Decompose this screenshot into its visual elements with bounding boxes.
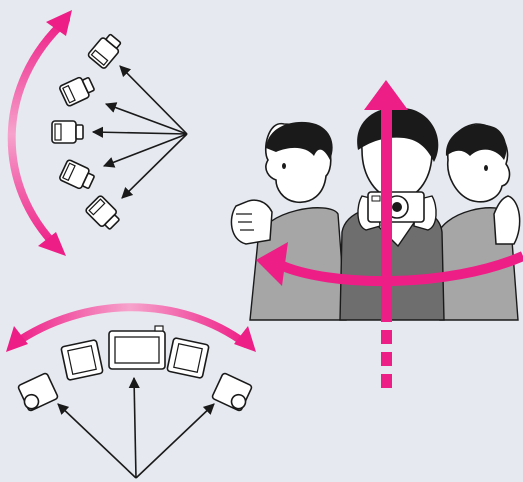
camera-icon <box>52 121 83 143</box>
camera-icon <box>87 31 124 69</box>
camera-icon <box>61 340 103 381</box>
camera-icon <box>368 192 424 222</box>
person-profile-left <box>231 122 346 320</box>
camera-icon <box>17 373 59 412</box>
horizontal-sweep-group <box>6 307 256 478</box>
vertical-sweep-group <box>12 10 187 256</box>
camera-icon <box>167 338 209 379</box>
horizontal-direction-arrows <box>58 378 214 478</box>
people-group <box>231 80 523 388</box>
vertical-direction-arrows <box>93 66 187 198</box>
camera-icon <box>212 373 254 412</box>
camera-icon <box>109 326 165 369</box>
person-profile-right <box>436 124 520 320</box>
camera-icon <box>59 159 96 192</box>
camera-icon <box>59 74 96 107</box>
camera-icon <box>85 195 122 232</box>
